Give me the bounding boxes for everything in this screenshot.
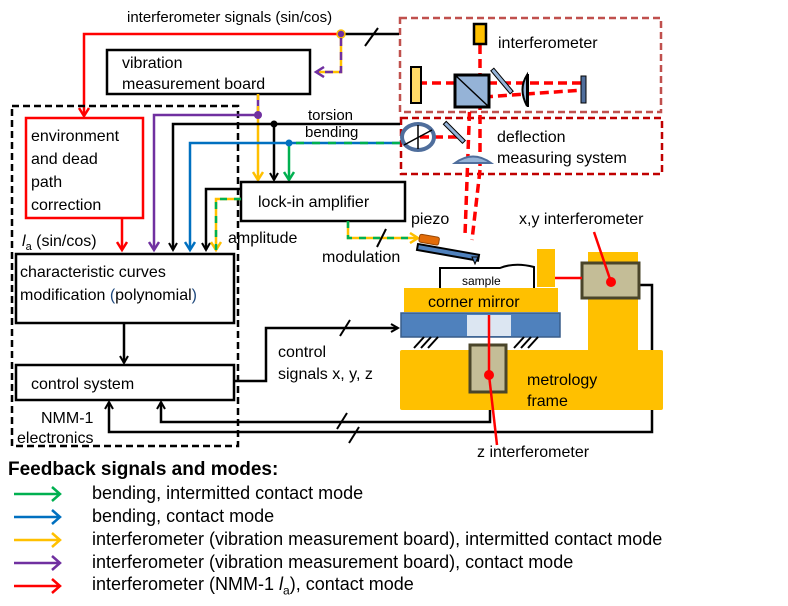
vibration-board-label-2: measurement board xyxy=(122,76,265,93)
measurement-mirror-icon xyxy=(580,75,587,104)
legend-title: Feedback signals and modes: xyxy=(8,459,279,480)
sample-label: sample xyxy=(462,274,501,288)
yellow-line-vib xyxy=(316,38,343,74)
modulation-label: modulation xyxy=(322,249,400,266)
deflection-region xyxy=(399,116,664,176)
nmm-label-2: electronics xyxy=(17,430,93,447)
xy-interferometer-label: x,y interferometer xyxy=(519,211,644,228)
legend-arrow-icon xyxy=(14,577,62,594)
beam-splitter-icon xyxy=(453,73,491,109)
characteristic-curves-box xyxy=(14,252,236,325)
legend-item: interferometer (NMM-1 la), contact mode xyxy=(8,574,662,597)
metrology-label-2: frame xyxy=(527,393,568,410)
z-pointer xyxy=(487,374,499,446)
env-label-3: path xyxy=(31,174,62,191)
xy-interferometer-box xyxy=(580,261,641,300)
legend-item: bending, contact mode xyxy=(8,505,662,528)
char-label-1: characteristic curves xyxy=(20,264,166,281)
env-label-2: and dead xyxy=(31,151,98,168)
amplitude-label: amplitude xyxy=(228,230,297,247)
torsion-line xyxy=(173,122,400,250)
lock-in-label: lock-in amplifier xyxy=(258,194,370,211)
legend-item: interferometer (vibration measurement bo… xyxy=(8,551,662,574)
xy-return-line xyxy=(109,283,654,434)
nmm-electronics-boundary xyxy=(10,104,240,448)
la-label: la (sin/cos) xyxy=(22,233,97,253)
wave-plate-icon xyxy=(490,67,514,95)
control-signals-line xyxy=(234,328,398,383)
quadrant-detector-icon xyxy=(400,122,436,152)
lens-icon xyxy=(521,71,529,107)
deflection-mirror-icon xyxy=(442,120,467,145)
torsion-node xyxy=(270,120,278,128)
purple-to-char xyxy=(154,113,258,250)
legend-item: bending, intermitted contact mode xyxy=(8,482,662,505)
laser-source-icon xyxy=(472,22,488,46)
control-system-label: control system xyxy=(31,376,134,393)
interferometer-label: interferometer xyxy=(498,35,598,52)
legend-label: bending, intermitted contact mode xyxy=(92,483,364,503)
sample-icon xyxy=(439,263,535,288)
char-label-2: modification (polynomial) xyxy=(20,287,197,304)
legend-item: interferometer (vibration measurement bo… xyxy=(8,528,662,551)
modulation-slash xyxy=(376,228,387,248)
legend-label: bending, contact mode xyxy=(92,506,275,526)
piezo-label: piezo xyxy=(411,211,449,228)
reference-mirror-icon xyxy=(410,66,422,104)
legend-arrow-icon xyxy=(14,508,62,525)
legend-label: interferometer (vibration measurement bo… xyxy=(92,552,574,572)
deflection-label-1: deflection xyxy=(497,129,566,146)
cantilever-icon xyxy=(415,242,481,262)
legend-arrow-icon xyxy=(14,485,62,502)
legend-arrow-icon xyxy=(14,554,62,571)
modulation-line-green xyxy=(346,221,410,240)
probe-tip-icon xyxy=(471,256,479,266)
control-signals-label-1: control xyxy=(278,344,326,361)
vibration-board-label-1: vibration xyxy=(122,55,182,72)
blue-to-char xyxy=(190,141,290,250)
control-signals-label-2: signals x, y, z xyxy=(278,366,373,383)
corner-mirror-label: corner mirror xyxy=(428,294,520,311)
junction-node xyxy=(336,29,346,39)
bending-label: bending xyxy=(305,124,358,141)
bus-slash xyxy=(364,27,379,47)
metrology-label-1: metrology xyxy=(527,372,597,389)
env-label-4: correction xyxy=(31,197,101,214)
z-interferometer-label: z interferometer xyxy=(477,444,590,461)
legend-label: interferometer (NMM-1 la), contact mode xyxy=(92,573,414,598)
nmm-label-1: NMM-1 xyxy=(41,410,94,427)
purple-node xyxy=(254,111,262,119)
env-label-1: environment xyxy=(31,128,120,145)
interferometer-signals-label: interferometer signals (sin/cos) xyxy=(127,9,332,26)
bearing-hatch xyxy=(413,336,539,349)
control-system-box xyxy=(14,363,236,402)
corner-mirror xyxy=(404,288,558,312)
lockin-black-out xyxy=(206,187,241,250)
red-feedback-line xyxy=(84,32,340,116)
legend: Feedback signals and modes: bending, int… xyxy=(8,458,662,597)
interferometer-region xyxy=(398,16,663,114)
amplitude-line-green xyxy=(214,197,241,250)
positioning-stage xyxy=(400,312,561,338)
piezo-icon xyxy=(418,233,440,246)
purple-line-vib xyxy=(316,38,343,72)
return-slash-2 xyxy=(348,426,360,444)
lock-in-amplifier-box xyxy=(239,180,407,223)
vibration-measurement-board xyxy=(105,48,312,96)
xy-pointer xyxy=(592,231,613,283)
environment-correction-box xyxy=(24,116,145,220)
control-slash xyxy=(339,319,351,337)
deflection-label-2: measuring system xyxy=(497,150,627,167)
legend-arrow-icon xyxy=(14,531,62,548)
return-slash-1 xyxy=(336,412,348,430)
deflection-lens-icon xyxy=(451,155,495,164)
legend-label: interferometer (vibration measurement bo… xyxy=(92,529,663,549)
bending-node xyxy=(285,139,293,147)
torsion-label: torsion xyxy=(308,107,353,124)
